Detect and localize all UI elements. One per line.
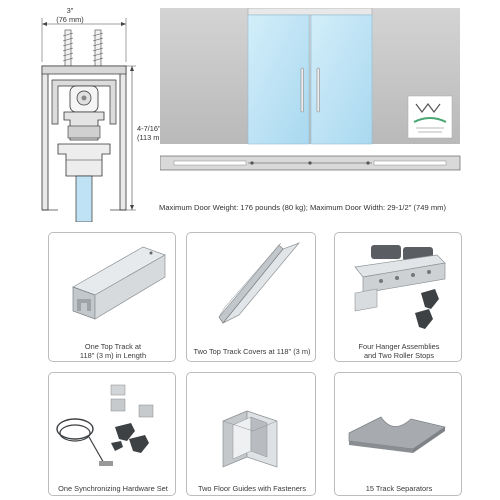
component-card-sync-hardware: One Synchronizing Hardware Set	[48, 372, 176, 496]
sync-hardware-illustration	[56, 384, 154, 466]
track-cover-illustration	[218, 242, 301, 324]
top-track-illustration	[72, 246, 166, 320]
track-cross-section-drawing	[41, 18, 136, 222]
height-mm: (113 mm)	[137, 133, 169, 142]
floor-guide-illustration	[222, 410, 278, 468]
hanger-assembly-illustration	[354, 245, 446, 329]
hangers-label: Four Hanger Assemblies and Two Roller St…	[358, 342, 440, 360]
track-covers-label: Two Top Track Covers at 118" (3 m)	[193, 347, 311, 356]
component-card-track-covers: Two Top Track Covers at 118" (3 m)	[186, 232, 316, 362]
floor-guides-label: Two Floor Guides with Fasteners	[197, 484, 307, 493]
width-dimension-text: 3" (76 mm)	[42, 6, 98, 24]
track-separators-label: 15 Track Separators	[365, 484, 433, 493]
door-spec-note: Maximum Door Weight: 176 pounds (80 kg);…	[159, 203, 447, 212]
component-card-floor-guides: Two Floor Guides with Fasteners	[186, 372, 316, 496]
height-inches: 4-7/16"	[137, 124, 161, 133]
component-card-hangers: Four Hanger Assemblies and Two Roller St…	[334, 232, 462, 362]
top-track-label: One Top Track at 118" (3 m) in Length	[79, 342, 147, 360]
door-elevation-illustration	[160, 8, 461, 171]
track-separator-illustration	[348, 416, 446, 453]
width-inches: 3"	[66, 6, 74, 15]
sync-hardware-label: One Synchronizing Hardware Set	[58, 484, 168, 493]
component-card-track-separators: 15 Track Separators	[334, 372, 462, 496]
height-dimension-text: 4-7/16" (113 mm)	[137, 124, 171, 142]
width-mm: (76 mm)	[56, 15, 84, 24]
component-card-top-track: One Top Track at 118" (3 m) in Length	[48, 232, 176, 362]
